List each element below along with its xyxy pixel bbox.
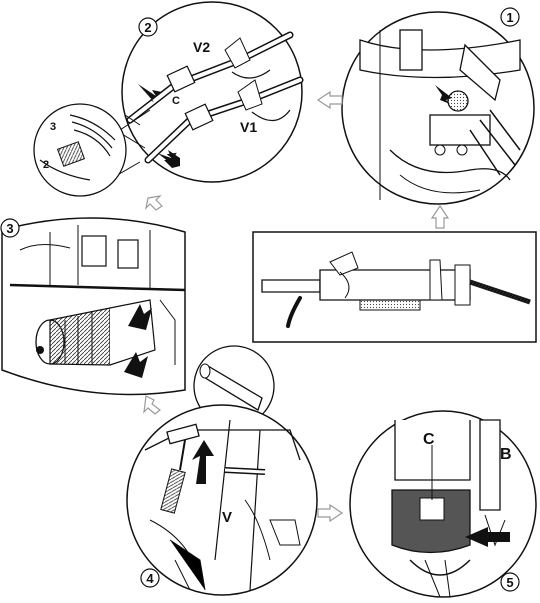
- step-1-number: 1: [506, 10, 513, 25]
- push-arrow-icon: [435, 85, 452, 104]
- label-v: V: [222, 509, 232, 526]
- label-c: C: [423, 431, 435, 448]
- step-2-inset: 3 2: [33, 103, 146, 197]
- step-2-panel: V2 V1 C 2: [119, 1, 304, 183]
- label-c: C: [172, 95, 180, 107]
- step-4-number: 4: [146, 571, 154, 586]
- step-3-panel: 3: [0, 217, 186, 396]
- flow-arrow-down-right-icon: [143, 395, 161, 415]
- step-4-panel: V 4: [126, 345, 318, 596]
- label-b: B: [500, 446, 512, 463]
- flow-arrows: [143, 90, 450, 523]
- push-arrow-icon: [465, 527, 510, 547]
- flow-arrow-up-icon: [430, 204, 450, 229]
- push-arrow-icon: [192, 440, 214, 484]
- flow-arrow-left-icon: [316, 90, 343, 110]
- push-arrow-icon: [128, 304, 152, 330]
- step-5-number: 5: [506, 575, 513, 590]
- flow-arrow-right-icon: [317, 503, 344, 523]
- inset-label-2: 2: [43, 159, 49, 171]
- push-arrow-icon: [164, 150, 180, 168]
- label-v2: V2: [193, 39, 210, 55]
- push-arrow-icon: [124, 352, 148, 378]
- inset-label-3: 3: [50, 121, 56, 133]
- step-3-number: 3: [6, 221, 13, 236]
- step-2-number: 2: [144, 20, 151, 35]
- label-v1: V1: [240, 119, 257, 135]
- step-1-panel: 1: [341, 7, 535, 205]
- step-5-panel: C B 5: [349, 410, 537, 598]
- flow-arrow-down-left-icon: [145, 195, 163, 211]
- overview-panel: [252, 231, 537, 343]
- push-arrow-icon: [138, 84, 162, 102]
